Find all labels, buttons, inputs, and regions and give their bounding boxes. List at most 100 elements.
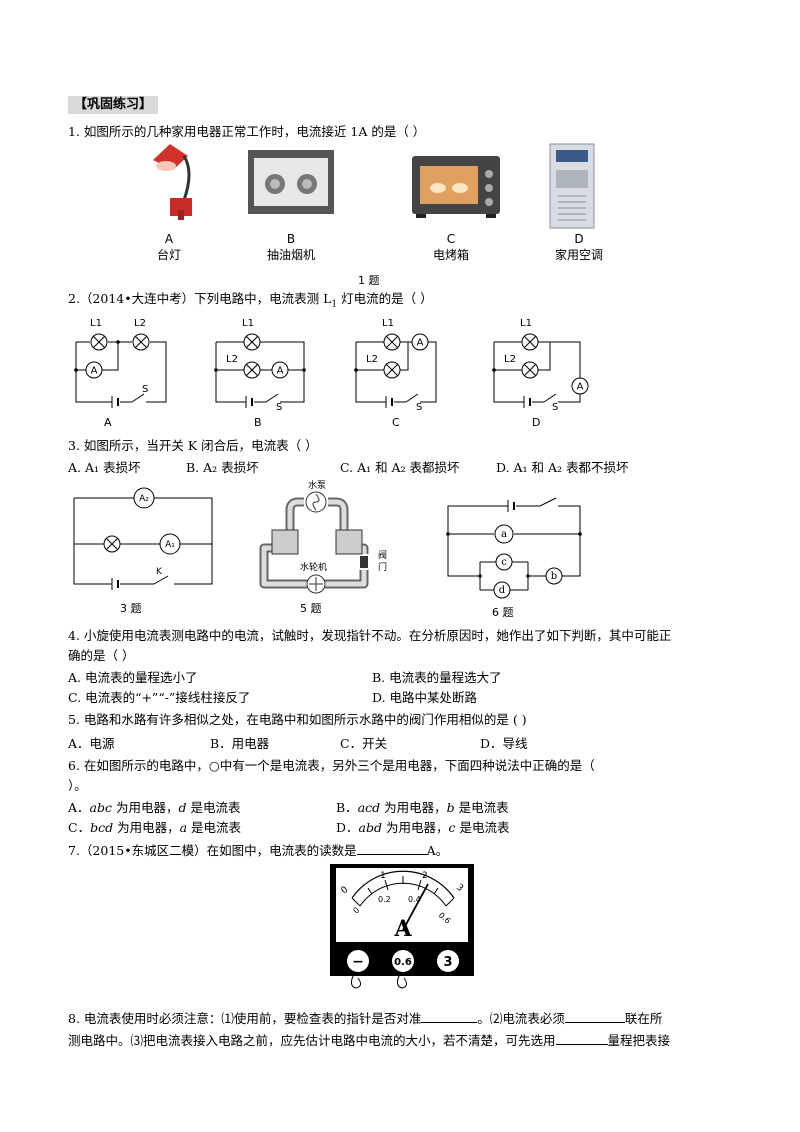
q6-option-b-rest2: 是电流表 xyxy=(454,800,509,815)
q2-c-l2-label: L2 xyxy=(366,354,378,365)
q6-option-b-em: acd xyxy=(357,800,381,815)
q6-option-b-em2: b xyxy=(446,800,455,815)
q2-text-sub: 1 xyxy=(331,299,338,310)
q2-d-l2-label: L2 xyxy=(504,354,516,365)
q8-blank-2[interactable] xyxy=(564,1010,625,1023)
q1-text: 1. 如图所示的几种家用电器正常工作时，电流接近 1A 的是（ ） xyxy=(68,124,426,139)
q1-option-c-name: 电烤箱 xyxy=(432,248,469,262)
q1-option-d-letter: D xyxy=(574,232,584,246)
q3-fig3-a1-label: A₁ xyxy=(165,540,175,550)
q6-option-a-em2: d xyxy=(178,800,187,815)
q6-line2: ）。 xyxy=(68,778,87,793)
q7-terminal-3: 3 xyxy=(443,955,452,970)
q6-option-a-em: abc xyxy=(89,800,112,815)
q6-option-d: D．abd 为用电器，c 是电流表 xyxy=(336,820,509,836)
q1-option-d-name: 家用空调 xyxy=(554,248,603,262)
q1-option-d: D 家用空调 xyxy=(534,232,624,263)
q5-fig-pump-label: 水泵 xyxy=(308,479,326,491)
q6-option-d-letter: D． xyxy=(336,820,359,835)
q1-option-c: C 电烤箱 xyxy=(406,232,496,263)
q2-circuit-a-letter: A xyxy=(104,416,112,429)
q6-option-c-em: bcd xyxy=(90,820,114,835)
q3-fig3-k-label: K xyxy=(156,567,163,577)
q2-text: 2.（2014•大连中考）下列电路中，电流表测 L1 灯电流的是（ ） xyxy=(68,291,433,313)
q2-text-main: 2.（2014•大连中考）下列电路中，电流表测 L xyxy=(68,291,332,306)
q7-ammeter-dial: 0 1 2 3 0 0.2 0.4 0.6 A − 0.6 3 xyxy=(330,864,474,989)
q5-option-b: B．用电器 xyxy=(210,736,270,751)
q7-inner-tick-2: 0.4 xyxy=(408,895,421,904)
q6-fig-label-d: d xyxy=(499,585,506,596)
q6-option-b-rest: 为用电器， xyxy=(380,800,447,815)
q2-a-switch-label: S xyxy=(142,384,148,395)
q1-option-a-letter: A xyxy=(164,232,174,246)
q6-option-c-em2: a xyxy=(179,820,188,835)
q7-terminal-06: 0.6 xyxy=(394,957,412,968)
q6-option-d-rest: 为用电器， xyxy=(382,820,449,835)
q5-text: 5. 电路和水路有许多相似之处，在电路中和如图所示水路中的阀门作用相似的是 ( … xyxy=(68,712,527,727)
q3-figure-3-caption: 3 题 xyxy=(120,602,142,615)
q7-text-before: 7.（2015•东城区二模）在如图中，电流表的读数是 xyxy=(68,843,357,858)
q3-option-c: C. A₁ 和 A₂ 表都损坏 xyxy=(340,460,460,475)
q1-option-a: A 台灯 xyxy=(124,232,214,263)
q8-blank-3[interactable] xyxy=(555,1032,608,1045)
q4-option-c: C. 电流表的“+”“-”接线柱接反了 xyxy=(68,690,251,705)
q8-blank-1[interactable] xyxy=(421,1010,478,1023)
q3-option-a: A. A₁ 表损坏 xyxy=(68,460,141,475)
q1-option-b: B 抽油烟机 xyxy=(246,232,336,263)
q2-b-l1-label: L1 xyxy=(242,318,254,329)
q7-unit-label: A xyxy=(393,916,412,942)
q2-a-l2-label: L2 xyxy=(134,318,146,329)
q6-figure-circuit: a b c d xyxy=(446,497,582,599)
q2-c-ammeter-label: A xyxy=(417,338,424,349)
q7-outer-tick-1: 1 xyxy=(380,871,386,881)
q8-line1-a: 8. 电流表使用时必须注意：⑴使用前，要检查表的指针是否对准 xyxy=(68,1011,422,1026)
q6-option-d-em2: c xyxy=(448,820,456,835)
q2-circuit-d: A L1 L2 S xyxy=(492,318,589,413)
q2-a-ammeter-label: A xyxy=(91,366,98,377)
q6-fig-label-a: a xyxy=(501,529,507,540)
q7-answer-blank[interactable] xyxy=(356,842,427,855)
q7-terminal-negative: − xyxy=(352,954,364,970)
q2-circuit-d-letter: D xyxy=(532,416,541,429)
q1-option-a-name: 台灯 xyxy=(156,248,181,262)
oven-image xyxy=(412,156,500,218)
q8-line1-b: 。⑵电流表必须 xyxy=(477,1011,565,1026)
q6-option-c: C．bcd 为用电器，a 是电流表 xyxy=(68,820,241,836)
q5-fig-valve-label-2: 门 xyxy=(378,561,387,573)
section-title: 【巩固练习】 xyxy=(68,96,159,114)
q2-d-l1-label: L1 xyxy=(520,318,532,329)
q5-fig-turbine-label: 水轮机 xyxy=(300,561,327,573)
q6-line1: 6. 在如图所示的电路中，○中有一个是电流表，另外三个是用电器，下面四种说法中正… xyxy=(68,758,595,773)
q3-figure-3-circuit: A₂ A₁ K xyxy=(73,487,213,590)
q2-b-l2-label: L2 xyxy=(226,354,238,365)
q6-option-a-rest: 为用电器， xyxy=(112,800,179,815)
q7-inner-tick-0: 0 xyxy=(352,905,362,915)
q2-circuit-b: A L1 L2 S xyxy=(214,318,306,413)
air-conditioner-image xyxy=(549,143,595,229)
q2-circuit-c: A L1 L2 S xyxy=(354,318,437,413)
q6-option-c-rest: 为用电器， xyxy=(113,820,180,835)
q2-circuit-c-letter: C xyxy=(392,416,400,429)
q5-figure-water-circuit: 水泵 水轮机 阀 门 xyxy=(259,479,387,594)
q7-outer-tick-3: 3 xyxy=(454,883,465,894)
q4-line1: 4. 小旋使用电流表测电路中的电流，试触时，发现指针不动。在分析原因时，她作出了… xyxy=(68,628,672,643)
q6-fig-label-c: c xyxy=(501,557,507,568)
q8-line1: 8. 电流表使用时必须注意：⑴使用前，要检查表的指针是否对准。⑵电流表必须联在所 xyxy=(68,1010,662,1027)
q8-line2-a: 测电路中。⑶把电流表接入电路之前，应先估计电路中电流的大小，若不清楚，可先选用 xyxy=(68,1033,556,1048)
q2-c-switch-label: S xyxy=(416,402,422,413)
q7-outer-tick-0: 0 xyxy=(340,885,351,897)
q5-option-c: C．开关 xyxy=(340,736,388,751)
q5-figure-caption: 5 题 xyxy=(300,602,322,615)
q2-c-l1-label: L1 xyxy=(382,318,394,329)
q2-b-switch-label: S xyxy=(276,402,282,413)
q2-text-after: 灯电流的是（ ） xyxy=(337,291,433,306)
q6-option-b: B．acd 为用电器，b 是电流表 xyxy=(336,800,509,816)
q6-option-b-letter: B． xyxy=(336,800,358,815)
q5-option-a: A．电源 xyxy=(68,736,115,751)
q8-line2-b: 量程把表接 xyxy=(607,1033,671,1048)
q4-option-d: D. 电路中某处断路 xyxy=(372,690,478,705)
range-hood-image xyxy=(248,150,334,214)
q1-option-b-letter: B xyxy=(286,232,296,246)
q8-line2: 测电路中。⑶把电流表接入电路之前，应先估计电路中电流的大小，若不清楚，可先选用 量… xyxy=(68,1032,670,1049)
q6-option-a-rest2: 是电流表 xyxy=(186,800,241,815)
